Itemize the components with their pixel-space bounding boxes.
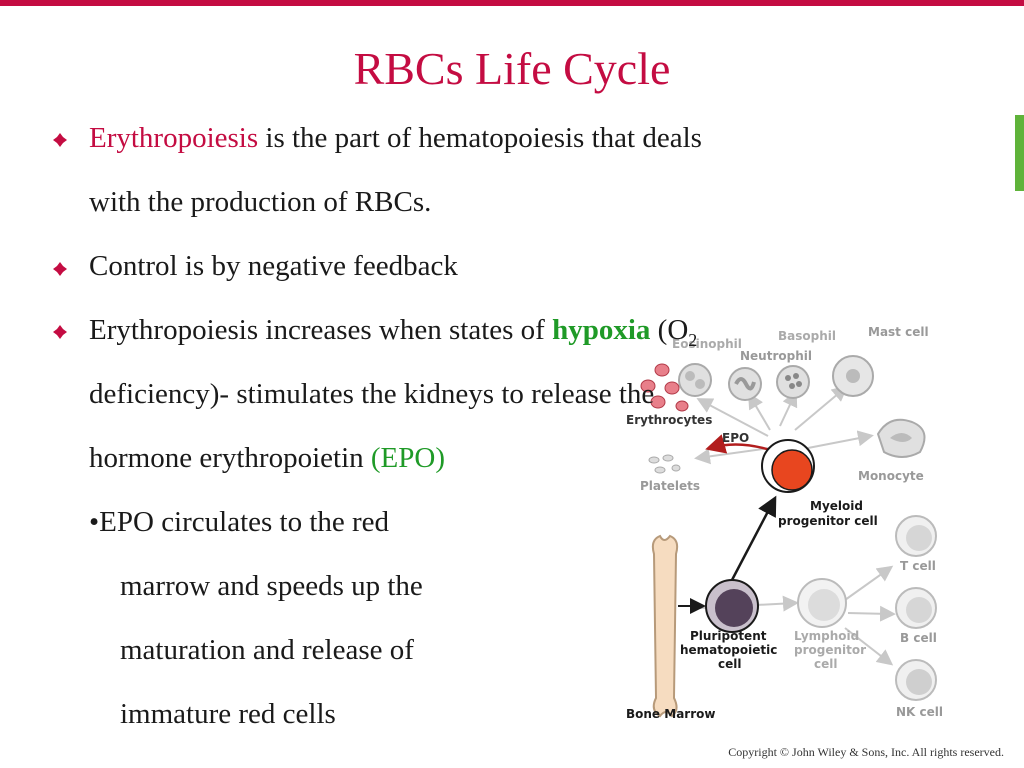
platelets-cells [648, 454, 681, 474]
diamond-bullet-icon [53, 262, 67, 276]
bullet-3-line-3: hormone erythropoietin (EPO) [89, 442, 445, 474]
lymphoid-label-1: Lymphoid [794, 629, 859, 643]
mast-cell-label: Mast cell [868, 325, 929, 339]
epo-arrow [705, 434, 771, 454]
nk-cell-label: NK cell [896, 705, 943, 719]
top-accent-bar [0, 0, 1024, 6]
lymphoid-label-3: cell [814, 657, 837, 671]
term-epo: (EPO) [370, 442, 445, 474]
monocyte-label: Monocyte [858, 469, 924, 483]
platelets-label: Platelets [640, 479, 700, 493]
hematopoiesis-diagram: Eosinophil Neutrophil Basophil Mast cell… [626, 325, 943, 721]
bullet-3-line-2: deficiency)- stimulates the kidneys to r… [89, 378, 655, 410]
myeloid-label-2: progenitor cell [778, 514, 878, 528]
bullet-1-line-2: with the production of RBCs. [89, 186, 432, 218]
diamond-bullet-icon [53, 133, 67, 147]
sub-bullet-line-2: marrow and speeds up the [120, 570, 423, 602]
bone-marrow-label: Bone Marrow [626, 707, 715, 721]
lymphoid-label-2: progenitor [794, 643, 866, 657]
b-cell-label: B cell [900, 631, 937, 645]
pluripotent-label-1: Pluripotent [690, 629, 767, 643]
basophil-cell [776, 365, 810, 399]
t-cell-label: T cell [900, 559, 936, 573]
diamond-bullet-icon [53, 325, 67, 339]
side-accent-bar [1015, 115, 1024, 191]
bone-icon [651, 534, 679, 718]
copyright-notice: Copyright © John Wiley & Sons, Inc. All … [728, 745, 1004, 759]
pluripotent-label-3: cell [718, 657, 741, 671]
neutrophil-label: Neutrophil [740, 349, 812, 363]
myeloid-label-1: Myeloid [810, 499, 863, 513]
bullet-1-line-1: Erythropoiesis is the part of hematopoie… [89, 122, 702, 154]
basophil-label: Basophil [778, 329, 836, 343]
pluripotent-label-2: hematopoietic [680, 643, 777, 657]
bullet-3-line-1: Erythropoiesis increases when states of … [89, 314, 698, 350]
term-hypoxia: hypoxia [552, 314, 651, 346]
slide-title: RBCs Life Cycle [353, 43, 671, 94]
term-erythropoiesis: Erythropoiesis [89, 122, 259, 154]
sub-bullet-line-3: maturation and release of [120, 634, 414, 666]
erythrocytes-label: Erythrocytes [626, 413, 712, 427]
eosinophil-label: Eosinophil [672, 337, 742, 351]
sub-bullet-line-1: •EPO circulates to the red [89, 506, 390, 538]
epo-label: EPO [722, 431, 749, 445]
bullet-2-line-1: Control is by negative feedback [89, 250, 458, 282]
sub-bullet-line-4: immature red cells [120, 698, 336, 730]
erythrocytes-cells [640, 363, 689, 412]
pluripotent-to-myeloid-arrow [730, 495, 777, 581]
